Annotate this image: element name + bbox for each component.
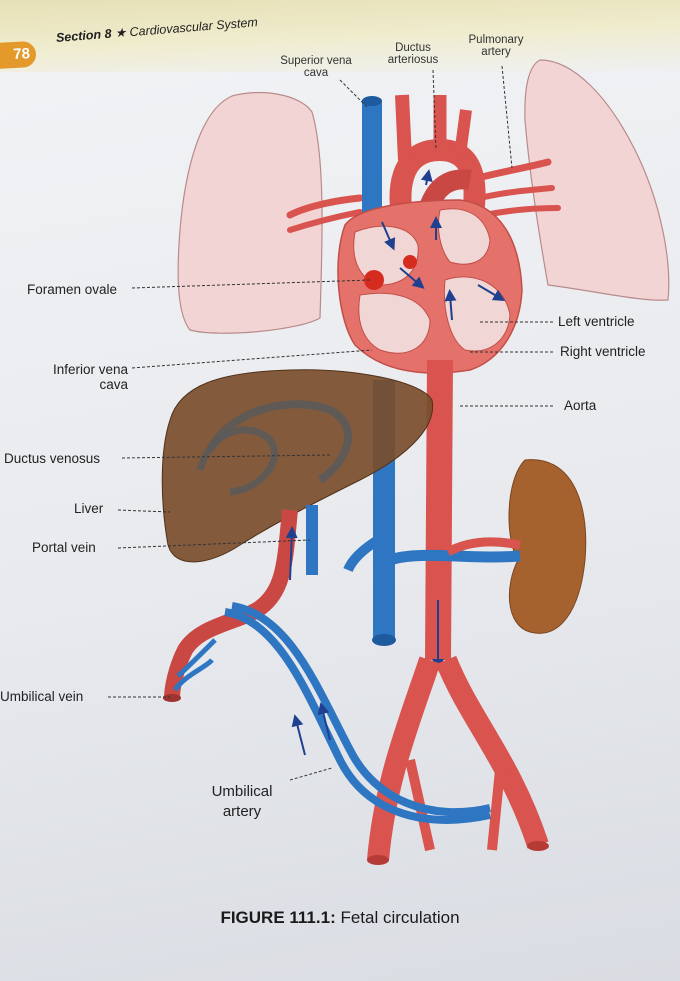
label-pulmonary-artery: Pulmonary artery [468,34,524,58]
kidney [508,459,587,634]
label-aorta: Aorta [564,398,597,413]
renal-artery [445,537,521,557]
label-umbilical-vein: Umbilical vein [0,689,84,704]
ductus-venosus [206,400,352,484]
label-right-ventricle: Right ventricle [560,344,646,359]
heart [337,199,523,374]
page-header [0,0,680,72]
umbilical-vein [164,509,298,699]
label-left-ventricle: Left ventricle [558,314,635,329]
label-foramen-ovale: Foramen ovale [27,282,118,297]
liver [161,369,434,563]
left-pulmonary-vessels [286,194,364,219]
right-lung [524,59,670,301]
label-portal-vein: Portal vein [32,540,96,555]
figure-title: Fetal circulation [340,908,460,927]
foramen-ovale [364,270,384,290]
left-lung [177,91,323,334]
figure-caption: FIGURE 111.1: Fetal circulation [0,908,680,928]
label-ductus-venosus: Ductus venosus [4,451,101,466]
left-iliac-artery [367,656,441,861]
label-inferior-vena-cava: Inferior vena cava [52,362,128,392]
right-iliac-artery [435,655,549,849]
label-ductus-arteriosus: Ductus arteriosus [387,42,439,66]
left-atrium [437,208,491,265]
right-ventricle [358,292,431,354]
aortic-arch [389,138,486,233]
renal-vein [388,549,521,566]
umbilical-artery [224,608,491,824]
label-liver: Liver [74,501,104,516]
label-umbilical-artery: Umbilical artery [211,783,273,820]
label-superior-vena-cava: Superior vena cava [280,55,352,79]
figure-number: FIGURE 111.1: [220,908,336,927]
